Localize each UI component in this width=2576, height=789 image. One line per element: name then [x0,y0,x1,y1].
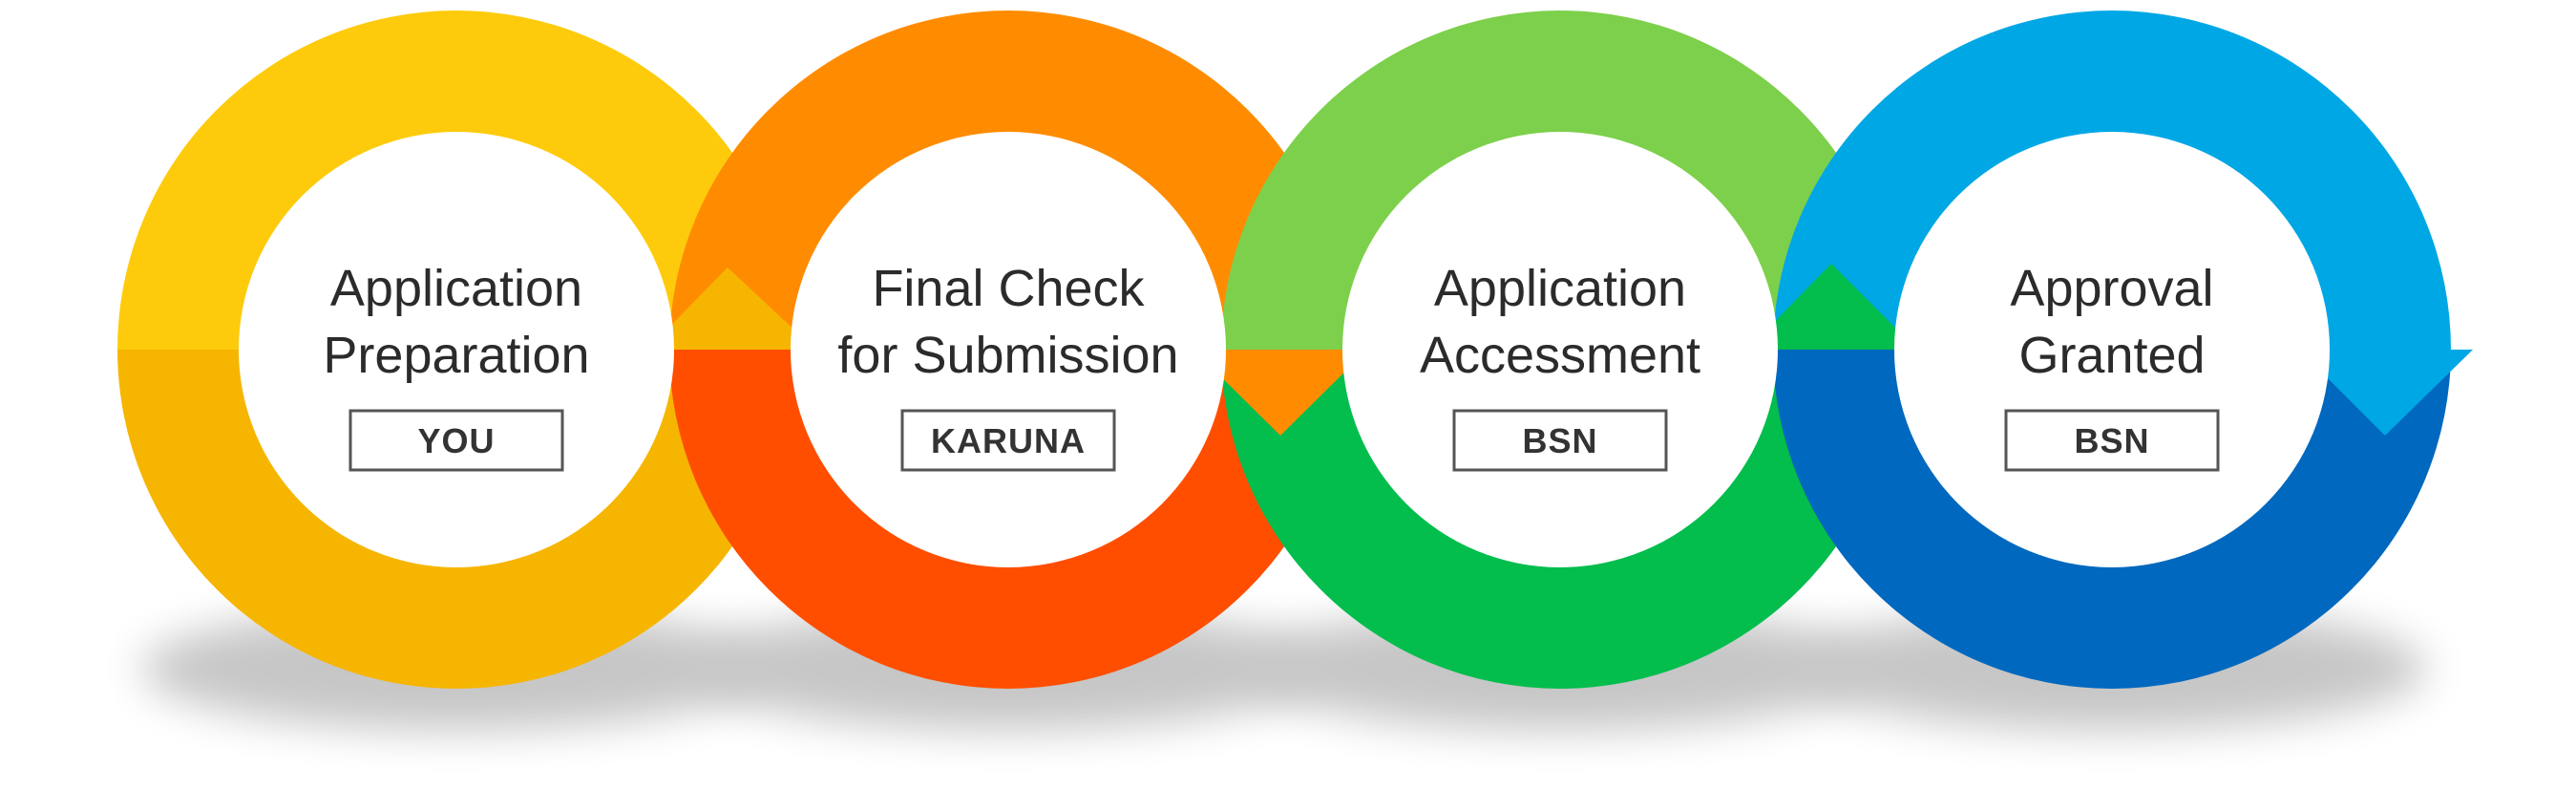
inner-disc-4 [1894,132,2330,567]
inner-disc-3 [1342,132,1778,567]
step-title: Application [330,260,582,317]
role-label: KARUNA [931,421,1086,460]
step-title: Granted [2018,327,2205,384]
connector-arrows [647,264,2473,436]
step-title: Approval [2010,260,2213,317]
step-title: for Submission [837,327,1178,384]
step-4-content: Approval Granted BSN [2004,260,2220,472]
inner-discs [239,132,2330,567]
role-badge [900,409,1116,472]
inner-disc-2 [791,132,1226,567]
arrow-down-icon [2299,350,2473,436]
role-label: BSN [2074,421,2149,460]
step-title: Application [1434,260,1686,317]
step-title: Final Check [872,260,1145,317]
role-badge [2004,409,2220,472]
arrow-up-icon [1747,264,1917,350]
arrow-down-icon [1193,350,1367,436]
inner-disc-1 [239,132,674,567]
role-label: BSN [1522,421,1597,460]
step-2-content: Final Check for Submission KARUNA [837,260,1179,472]
role-badge [348,409,564,472]
role-label: YOU [417,421,495,460]
step-3-content: Application Accessment BSN [1420,260,1700,472]
step-title: Preparation [323,327,589,384]
role-badge [1452,409,1668,472]
step-1-content: Application Preparation YOU [323,260,590,472]
step-title: Accessment [1420,327,1700,384]
arrow-up-icon [647,267,815,350]
